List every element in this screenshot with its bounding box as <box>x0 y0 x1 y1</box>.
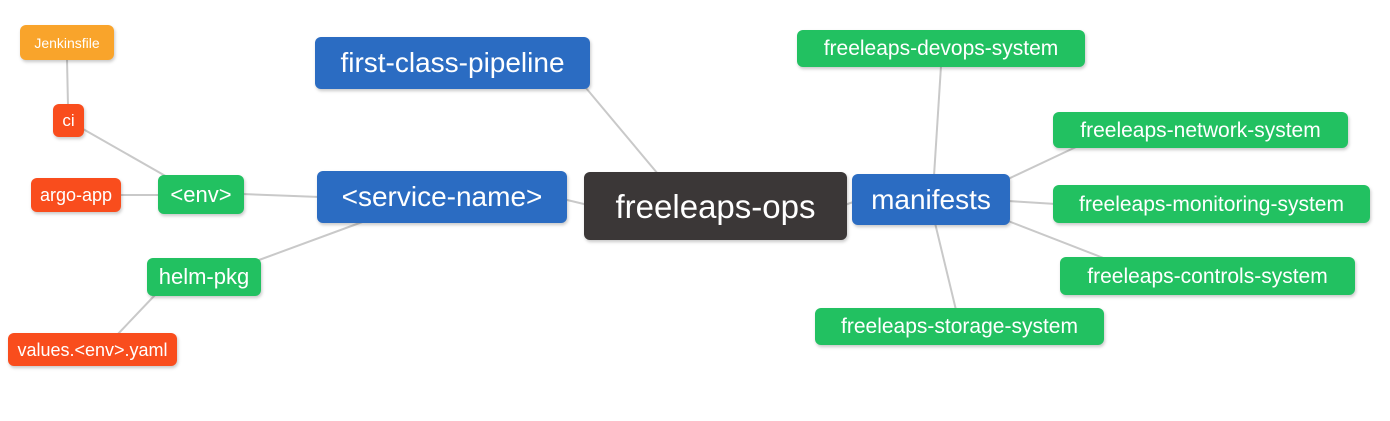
node-freeleaps-monitoring-system[interactable]: freeleaps-monitoring-system <box>1053 185 1370 223</box>
node-freeleaps-storage-system[interactable]: freeleaps-storage-system <box>815 308 1104 345</box>
node-service-name[interactable]: <service-name> <box>317 171 567 223</box>
node-freeleaps-ops[interactable]: freeleaps-ops <box>584 172 847 240</box>
edge-manifests-monitoring <box>1007 200 1057 205</box>
edge-servicename-ops <box>562 198 589 206</box>
node-freeleaps-devops-system[interactable]: freeleaps-devops-system <box>797 30 1085 67</box>
edge-pipeline-ops <box>585 87 659 175</box>
node-values-env-yaml[interactable]: values.<env>.yaml <box>8 333 177 366</box>
edge-helmpkg-servicename <box>258 220 366 261</box>
node-freeleaps-controls-system[interactable]: freeleaps-controls-system <box>1060 257 1355 295</box>
node-env[interactable]: <env> <box>158 175 244 214</box>
node-manifests[interactable]: manifests <box>852 174 1010 225</box>
edge-manifests-storage <box>934 222 957 311</box>
node-first-class-pipeline[interactable]: first-class-pipeline <box>315 37 590 89</box>
edge-manifests-network <box>1007 146 1077 180</box>
edge-env-servicename <box>241 193 321 198</box>
edge-jenkinsfile-ci <box>66 58 69 107</box>
node-argo-app[interactable]: argo-app <box>31 178 121 212</box>
node-freeleaps-network-system[interactable]: freeleaps-network-system <box>1053 112 1348 148</box>
edge-ci-env <box>82 128 170 179</box>
node-ci[interactable]: ci <box>53 104 84 137</box>
node-jenkinsfile[interactable]: Jenkinsfile <box>20 25 114 60</box>
edge-manifests-controls <box>1007 220 1107 260</box>
node-helm-pkg[interactable]: helm-pkg <box>147 258 261 296</box>
edge-values-helmpkg <box>116 294 156 336</box>
edge-manifests-devops <box>933 65 942 177</box>
